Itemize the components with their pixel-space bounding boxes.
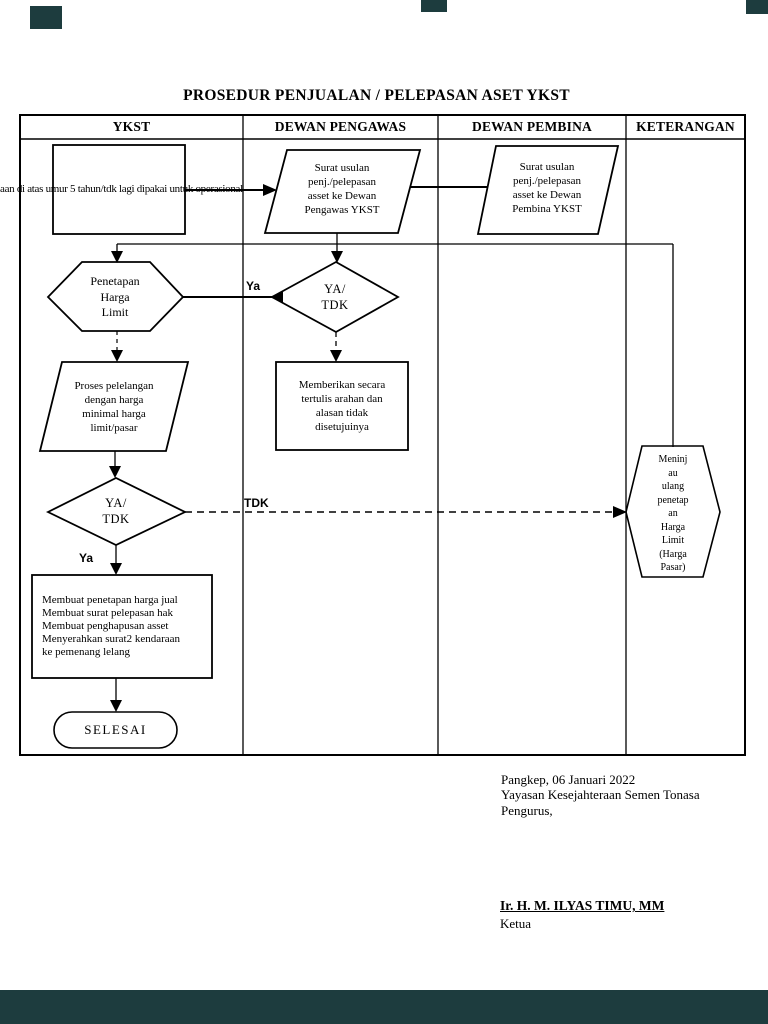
to-penetapan-arrowhead [111, 251, 123, 263]
footer-organization: Yayasan Kesejahteraan Semen Tonasa [501, 787, 700, 802]
tdk-ykst-arrowhead [613, 506, 627, 518]
penetapan-down-arrowhead [111, 350, 123, 362]
column-header-keterangan: KETERANGAN [636, 119, 735, 134]
tdk-pengawas-arrowhead [330, 350, 342, 362]
table-outer-border [19, 114, 746, 756]
selesai-label: SELESAI [84, 722, 147, 737]
column-header-ykst: YKST [112, 119, 151, 134]
footer-place-date: Pangkep, 06 Januari 2022 [501, 772, 636, 787]
meninjau-hexagon-shape [625, 445, 721, 578]
ya-ykst-branch-label: Ya [79, 551, 94, 565]
backdrop-fragment-top-right [746, 0, 768, 14]
ya-pengawas-arrowhead [270, 291, 283, 303]
signatory-role: Ketua [500, 916, 532, 931]
usulan-pengawas-shape [263, 149, 422, 234]
asset-criteria-note: aan di atas umur 5 tahun/tdk lagi dipaka… [0, 183, 243, 195]
ya-pengawas-branch-label: Ya [246, 279, 261, 293]
backdrop-fragment-top-center [421, 0, 447, 12]
to-decision-pengawas-arrowhead [331, 251, 343, 263]
start-note-rect [52, 144, 186, 235]
usulan-pembina-shape [476, 145, 620, 235]
column-header-pembina: DEWAN PEMBINA [472, 119, 592, 134]
ya-ykst-arrowhead [110, 563, 122, 575]
decision-ykst-label: YA/TDK [102, 496, 130, 526]
decision-pengawas-label: YA/TDK [321, 282, 349, 312]
column-header-pengawas: DEWAN PENGAWAS [274, 119, 407, 134]
backdrop-bar-bottom [0, 990, 768, 1024]
to-selesai-arrowhead [110, 700, 122, 712]
note-to-usulan-arrowhead [263, 184, 277, 196]
pelelangan-shape [38, 361, 190, 452]
decision-pengawas-diamond-shape [270, 260, 400, 334]
tdk-ykst-branch-label: TDK [244, 496, 269, 510]
membuat-rect-shape [31, 574, 213, 679]
footer-pengurus: Pengurus, [501, 803, 553, 818]
pelelangan-down-arrowhead [109, 466, 121, 478]
signatory-name: Ir. H. M. ILYAS TIMU, MM [500, 898, 665, 913]
selesai-terminator-shape [53, 711, 178, 749]
memberikan-rect-shape [275, 361, 409, 451]
page-title: PROSEDUR PENJUALAN / PELEPASAN ASET YKST [183, 87, 570, 104]
backdrop-fragment-top-left [30, 6, 62, 29]
